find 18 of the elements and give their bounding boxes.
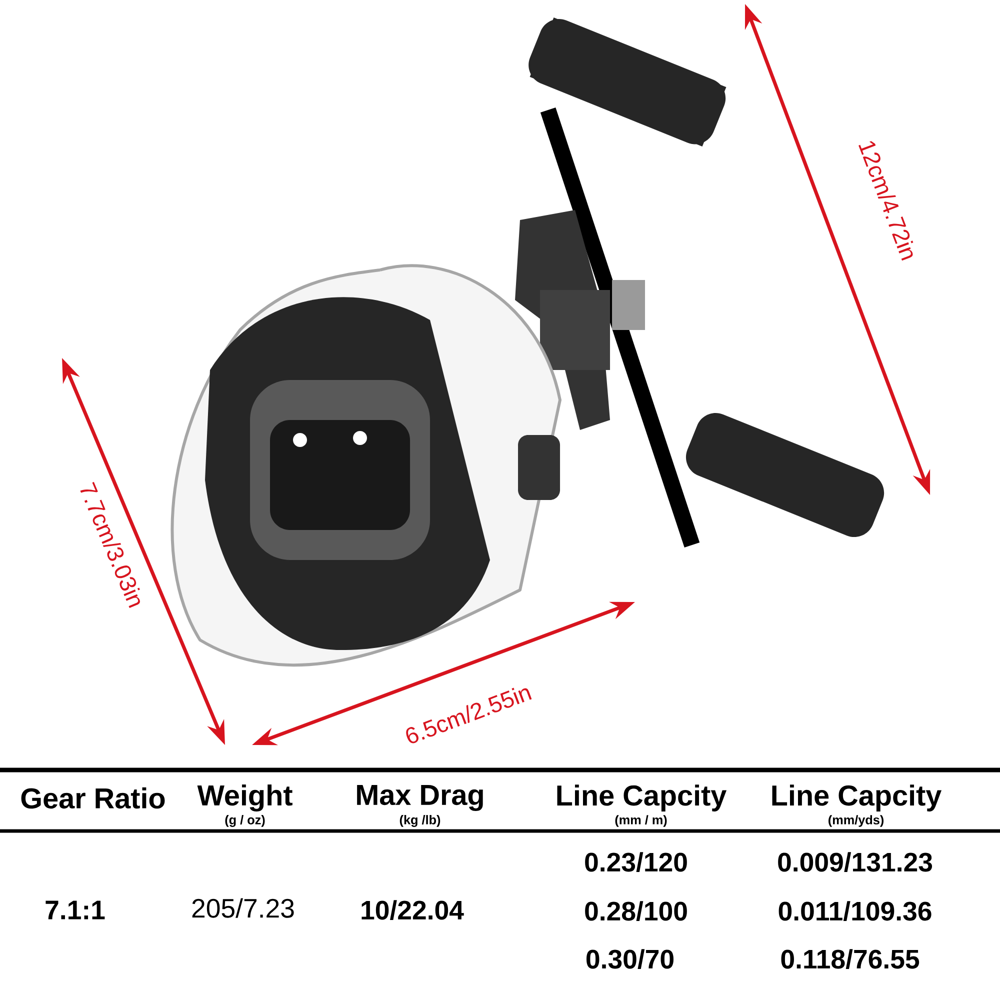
table-cell: 0.009/131.23: [778, 852, 932, 872]
column-header: Weight: [197, 784, 292, 812]
column-header: Line Capcity: [772, 784, 942, 812]
table-cell: 0.30/70: [586, 949, 674, 969]
unit-label: (mm/yds): [828, 815, 884, 827]
table-cell: 205/7.23: [192, 898, 294, 918]
table-cell: 0.28/100: [585, 901, 687, 921]
column-header: Gear Ratio: [21, 787, 165, 809]
column-header: Max Drag: [357, 785, 483, 811]
table-cell: 0.011/109.36: [778, 901, 932, 921]
unit-label: (g / oz): [225, 815, 265, 827]
table-cell: 7.1:1: [46, 900, 105, 920]
table-cell: 0.23/120: [585, 852, 687, 872]
table-cell: 0.118/76.55: [781, 949, 920, 969]
table-cell: 10/22.04: [362, 900, 464, 920]
unit-label: (mm / m): [615, 815, 667, 827]
column-header: Line Capcity: [557, 784, 727, 812]
unit-label: (kg /lb): [400, 815, 440, 827]
